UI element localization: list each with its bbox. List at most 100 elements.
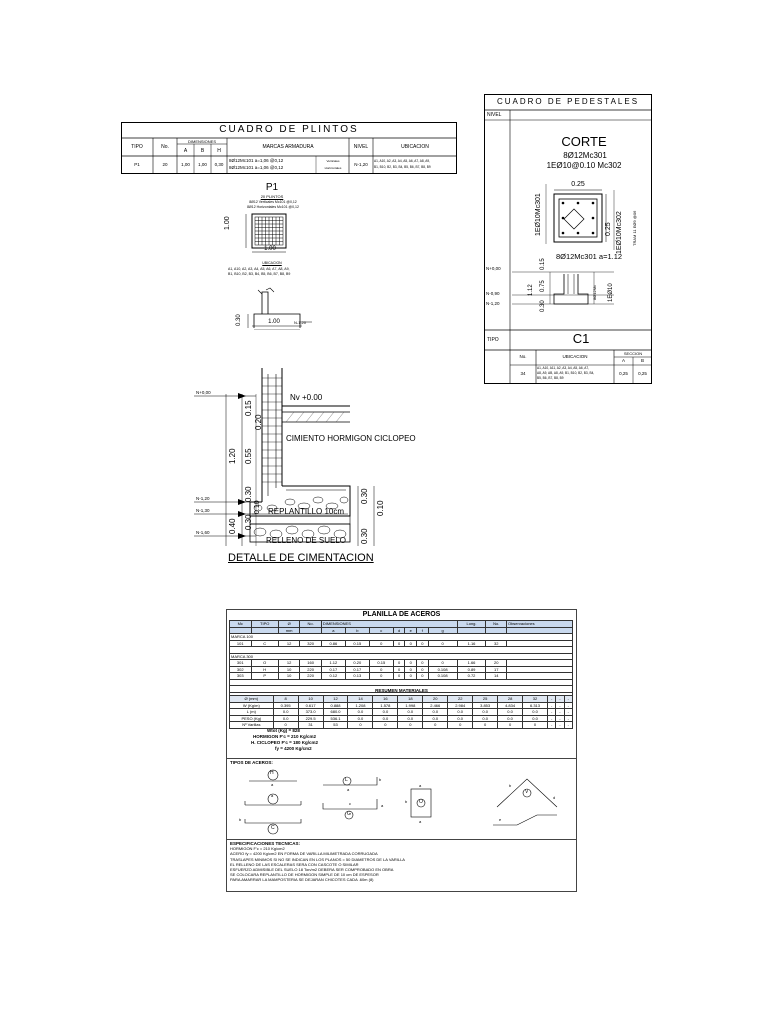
sub-c: c xyxy=(368,626,394,634)
corte-bottom-line: 8Ø12Mc301 a=1.12 xyxy=(555,252,623,261)
p1-detail: P1 20 PLINTOS 8Ø12 Verticales Mc101 @0,1… xyxy=(222,180,362,330)
sub-a: a xyxy=(320,626,346,634)
sub-b: b xyxy=(344,626,370,634)
cell: 12 xyxy=(277,659,301,667)
plintos-header-dimensiones: DIMENSIONES xyxy=(187,139,216,144)
plintos-header-no: No. xyxy=(161,144,169,150)
corte-line2: 1EØ10@0.10 Mc302 xyxy=(546,161,622,170)
spec-line: ACERO fy = 4200 Kg/cm2 EN FORMA DE VARIL… xyxy=(230,851,378,857)
cell: 10 xyxy=(277,672,301,680)
planilla-title: PLANILLA DE ACEROS xyxy=(362,611,441,618)
cell: 0.12 xyxy=(320,672,346,680)
pedestales-col-ubicacion: UBICACION xyxy=(562,354,588,359)
plintos-cell-marca1: 8Ø12Mc101 a=1,06 @0,12 xyxy=(229,158,284,163)
spec-line: TRASLAPES MINIMOS SI NO SE INDICAN EN LO… xyxy=(230,856,405,862)
pedestales-row-b: 0,25 xyxy=(638,371,647,376)
shape-label-a3: a xyxy=(271,793,274,798)
corte-rebar-left: 1EØ10Mc301 xyxy=(535,193,542,236)
p1-ubicacion1: A1, A10, A2, A3, A4, A5, A6, A7, A8, A9, xyxy=(228,267,290,271)
corte-rebar-right2: TRAM 11 EØ9 @06 xyxy=(632,210,637,246)
shape-label-b4: b xyxy=(509,783,512,788)
cim-dim-inner-1: 0.20 xyxy=(254,414,263,430)
pedestal-dim-3: 0.75 xyxy=(540,280,546,292)
col-dimensiones: DIMENSIONES xyxy=(320,620,458,628)
pedestales-col-b: B xyxy=(640,358,644,363)
cell: 53 xyxy=(322,721,349,729)
pedestal-dim-4: 0.15 xyxy=(540,258,546,270)
plintos-header-tipo: TIPO xyxy=(131,144,143,150)
ciclopeo-spec: H. CICLOPEO F'c = 180 Kg/cm2 xyxy=(251,740,318,745)
cell: 0.89 xyxy=(456,665,487,673)
p1-title: P1 xyxy=(265,182,279,193)
pedestales-row-ubicacion1: A1, A10, A11, A2, A3, A4, A5, A6, A7, xyxy=(537,366,590,370)
cell: - xyxy=(563,708,574,716)
plintos-cell-marca2: 8Ø12Mc101 a=1,06 @0,12 xyxy=(229,165,284,170)
cim-relleno-label: RELLENO DE SUELO xyxy=(266,536,347,545)
pedestales-tipo-value: C1 xyxy=(572,331,590,346)
spec-line: PARA AMARRAR LA MAMPOSTERIA SE DEJARAN C… xyxy=(230,877,374,883)
cim-dim-right-1: 0.30 xyxy=(360,488,369,504)
table-row: 101 C 12 320 0.86 0.15 0 0 0 0 0 1.16 32 xyxy=(229,639,574,647)
p1-drawing xyxy=(245,213,312,330)
pedestal-dim-2: 0.30 xyxy=(540,300,546,312)
cell: 0.13 xyxy=(344,672,370,680)
resumen-title: RESUMEN MATERIALES xyxy=(375,688,428,693)
shape-label-a5: a xyxy=(419,783,422,788)
fy-spec: fy = 4200 Kg/cm2 xyxy=(275,746,312,751)
pedestales-col-a: A xyxy=(621,358,625,363)
col-diam: Ø xyxy=(277,620,301,628)
plintos-cell-no: 20 xyxy=(162,162,168,167)
col-observaciones: Observaciones xyxy=(505,620,574,628)
cim-level-2: N-1,20 xyxy=(196,496,210,501)
cim-dim-mid-2: 0.55 xyxy=(244,448,253,464)
cell: 0 xyxy=(397,721,424,729)
cim-nv-label: Nv +0.00 xyxy=(290,393,323,402)
plintos-header-b: B xyxy=(200,148,205,154)
shape-label-c2: c xyxy=(349,801,351,806)
wtot: Wtot (Kg) = 828 xyxy=(267,728,300,733)
cim-dim-left-2: 0.40 xyxy=(228,518,237,534)
spec-line: EL RELLENO DE LAS ESCALERAS SERA CON CAS… xyxy=(230,861,359,867)
p1-section xyxy=(247,287,312,330)
shape-label-b1: b xyxy=(379,777,382,782)
pedestales-nivel-label: NIVEL xyxy=(487,112,502,118)
spec-title: ESPECIFICACIONES TECNICAS: xyxy=(230,841,301,846)
cell: 0 xyxy=(422,721,449,729)
pedestal-elev-label-2: 8Ø12Mc xyxy=(592,284,597,300)
cell: 0 xyxy=(497,721,524,729)
corte-line1: 8Ø12Mc301 xyxy=(563,151,607,160)
shape-label-g: G xyxy=(347,811,351,817)
p1-dim-bottom: 1.00 xyxy=(264,246,276,252)
p1-line2: 8Ø12 Horizontales Mc101 @0,12 xyxy=(247,205,299,209)
pedestales-tipo-label: TIPO xyxy=(487,337,499,343)
plintos-cell-ubicacion1: A1, A10, A2, A3, A4, A5, A6, A7, A8, A9, xyxy=(374,159,430,163)
cim-dim-right-3: 0.30 xyxy=(360,528,369,544)
pedestales-table: CUADRO DE PEDESTALES NIVEL CORTE 8Ø12Mc3… xyxy=(484,94,652,384)
cell: 31 xyxy=(297,721,324,729)
plintos-cell-marca1-tipo: Verticales xyxy=(326,159,340,163)
table-row: 303 P 10 220 0.12 0.13 0 0 0 0 0.108 0.7… xyxy=(229,672,574,680)
plintos-cell-a: 1,00 xyxy=(181,162,190,167)
plintos-cell-tipo: P1 xyxy=(134,162,140,167)
plintos-cell-h: 0,30 xyxy=(214,162,224,167)
plintos-header-nivel: NIVEL xyxy=(353,144,369,150)
cell: 0 xyxy=(472,721,499,729)
pedestal-elev-label-1: 1EØ10 xyxy=(608,283,614,302)
shape-label-d: d xyxy=(553,795,556,800)
cim-dim-right-2: 0.10 xyxy=(376,500,385,516)
cim-hormigon-label: CIMIENTO HORMIGON CICLOPEO xyxy=(286,434,416,443)
spec-section: ESPECIFICACIONES TECNICAS: HORMIGON F'c … xyxy=(230,841,570,883)
cell: - xyxy=(563,721,574,729)
p1-ubicacion-label: UBICACION xyxy=(262,261,282,265)
shape-label-c: C xyxy=(271,825,275,831)
shape-label-a2: a xyxy=(347,787,350,792)
group-label-300: MARCA 300 xyxy=(229,652,573,660)
pedestal-section-drawing xyxy=(545,184,615,250)
cell: 0.86 xyxy=(320,639,346,647)
pedestales-row-no: 34 xyxy=(520,371,526,376)
pedestales-row-ubicacion2: A8, A9, AB, A8, A9, B1, B10, B2, B3, B4, xyxy=(537,371,595,375)
cell: 0 xyxy=(447,721,474,729)
corte-dim-top: 0.25 xyxy=(571,181,585,188)
